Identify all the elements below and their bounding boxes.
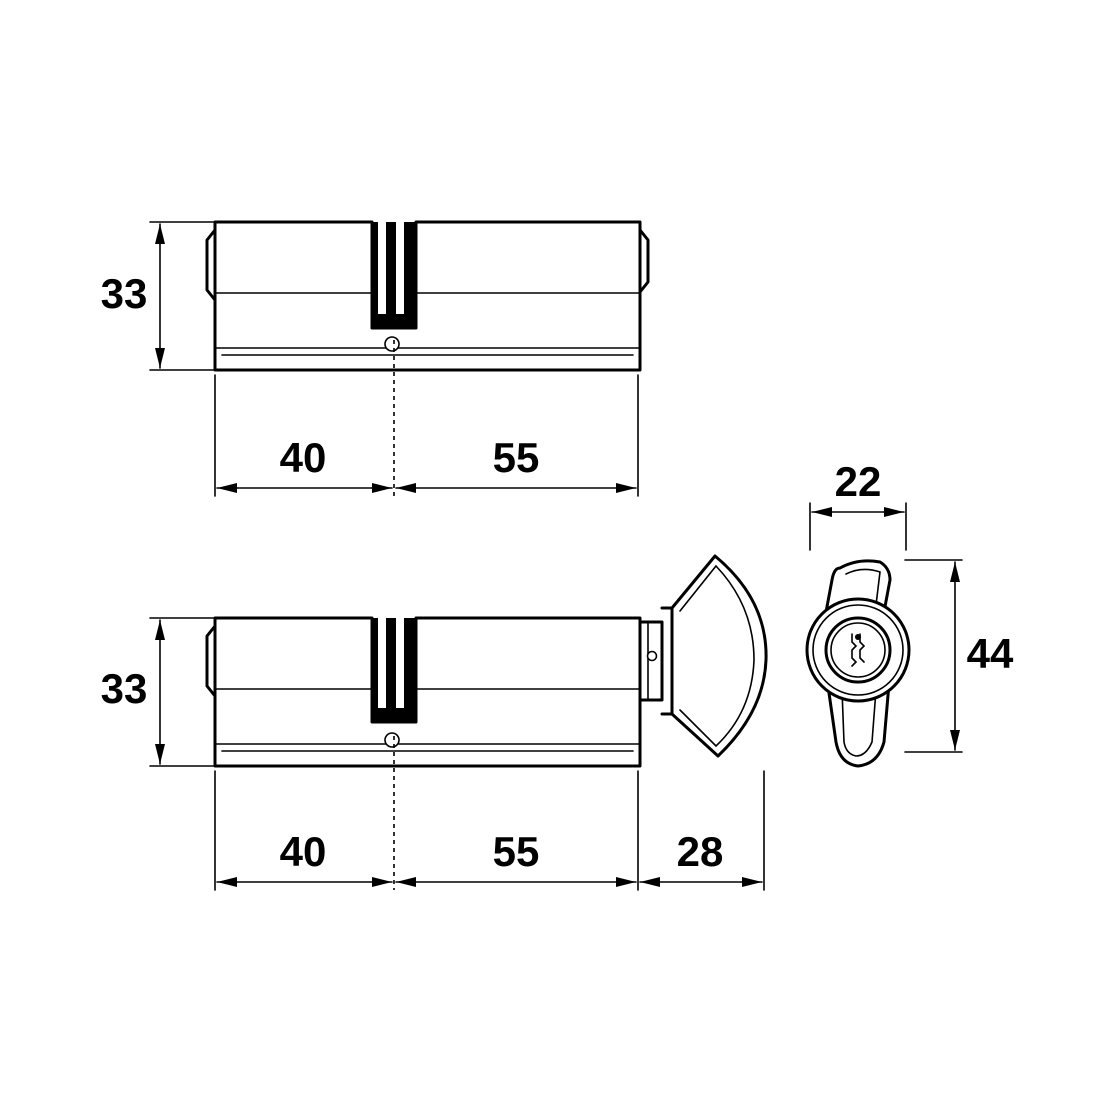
height-dimension-label: 33 xyxy=(101,270,148,317)
fixing-screw-hole xyxy=(384,732,400,748)
right-end-bevel xyxy=(638,228,650,294)
right-length-label: 55 xyxy=(493,828,540,875)
left-end-bevel xyxy=(205,228,217,302)
left-end-bevel xyxy=(205,624,217,698)
fixing-screw-hole xyxy=(384,336,400,352)
thumbturn-silhouette xyxy=(824,559,892,768)
plug-inner xyxy=(830,622,886,678)
plug-face xyxy=(824,616,892,684)
thumbturn-cylinder-view: 33 40 55 28 xyxy=(101,554,768,891)
right-length-label: 55 xyxy=(493,434,540,481)
height-dimension-label: 44 xyxy=(967,630,1014,677)
cylinder-profile-ring xyxy=(812,604,904,696)
double-cylinder-view: 33 40 55 xyxy=(101,220,650,497)
left-length-label: 40 xyxy=(280,828,327,875)
left-length-label: 40 xyxy=(280,434,327,481)
cam xyxy=(372,618,416,722)
cylinder-end-view: 22 44 xyxy=(805,458,1014,768)
thumbturn-knob xyxy=(638,554,768,758)
cam xyxy=(372,222,416,328)
cylinder-profile-outer xyxy=(805,597,911,703)
thumbturn-inner-edge xyxy=(845,568,881,606)
height-dimension-label: 33 xyxy=(101,665,148,712)
width-dimension-label: 22 xyxy=(835,458,882,505)
keyway-icon xyxy=(851,633,866,667)
knob-length-label: 28 xyxy=(677,828,724,875)
